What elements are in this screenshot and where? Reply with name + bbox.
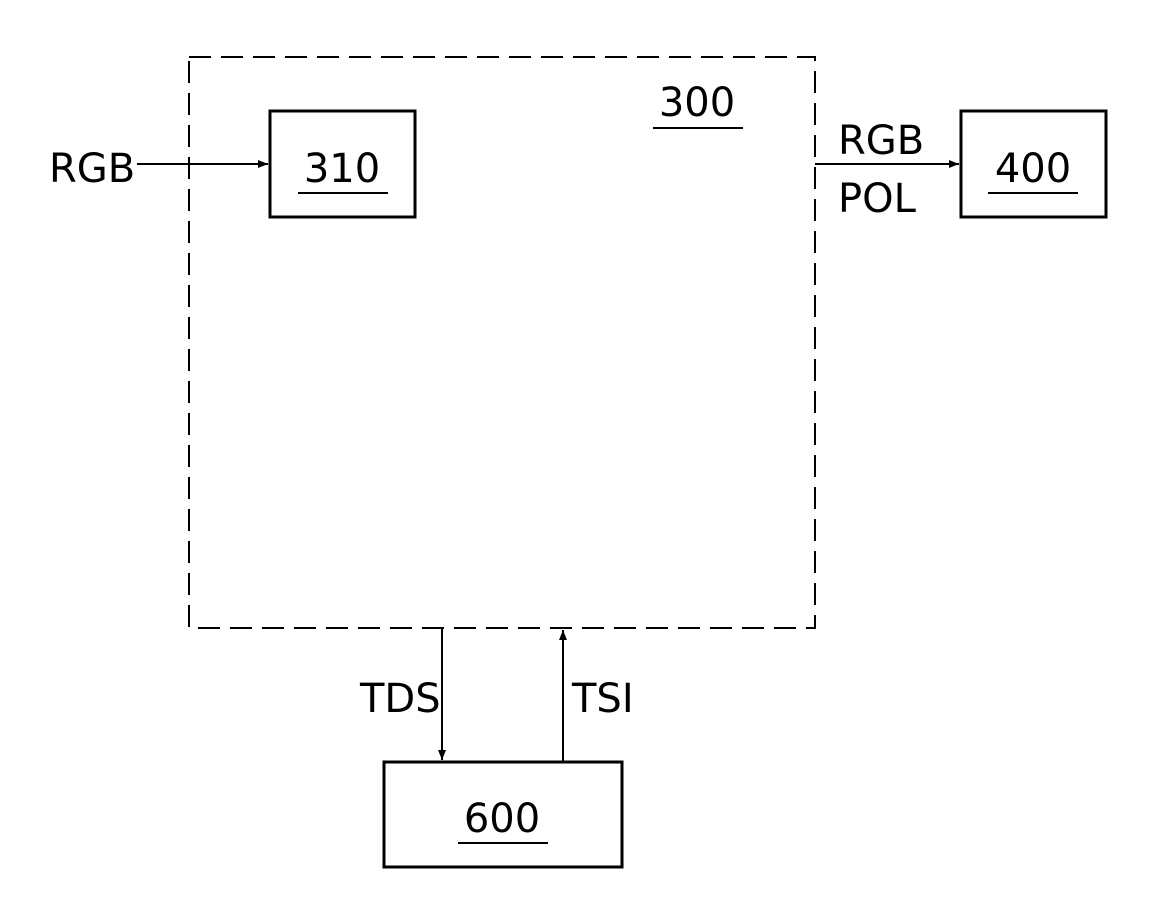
controller-block-300-label: 300 xyxy=(659,80,735,126)
tds-signal-label: TDS xyxy=(359,676,441,722)
input-signal-label: RGB xyxy=(49,146,135,192)
sub-block-310-label: 310 xyxy=(304,146,380,192)
output-pol-label: POL xyxy=(838,176,917,222)
controller-block-300 xyxy=(189,57,815,628)
output-block-400-label: 400 xyxy=(995,146,1071,192)
output-rgb-label: RGB xyxy=(838,118,924,164)
bottom-block-600-label: 600 xyxy=(464,796,540,842)
tsi-signal-label: TSI xyxy=(571,676,634,722)
